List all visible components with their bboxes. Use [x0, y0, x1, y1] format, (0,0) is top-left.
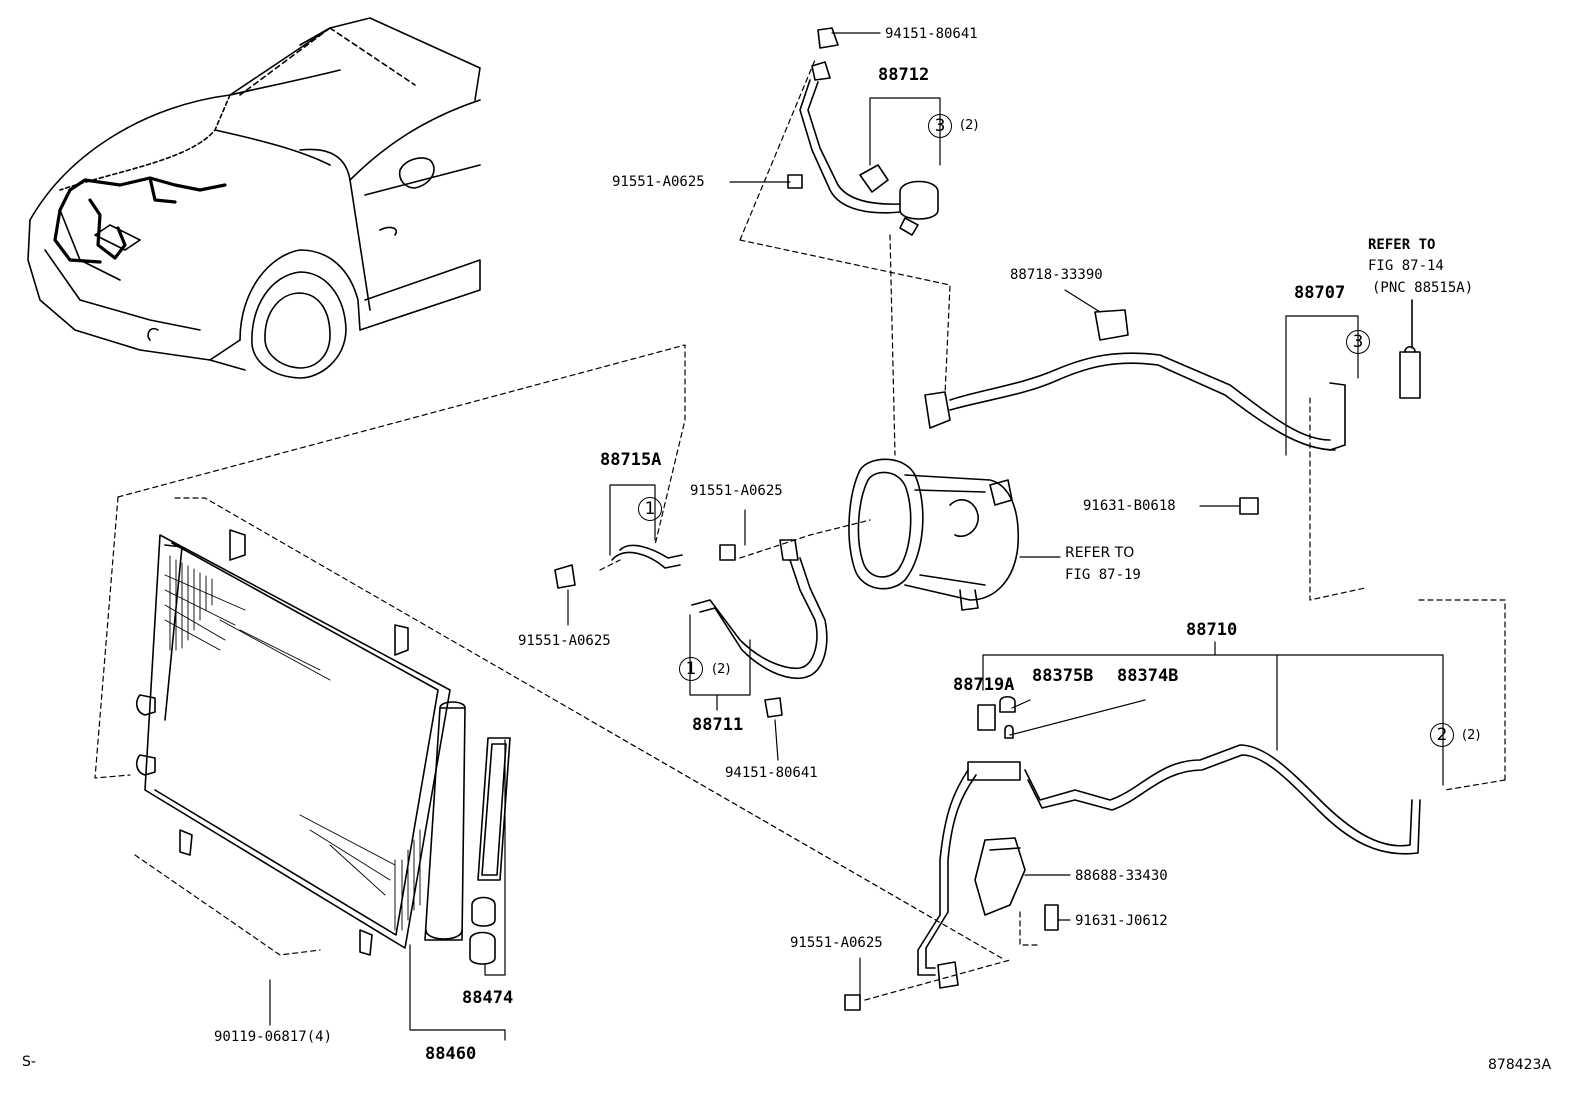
reference-dashed-lines [94, 59, 1506, 1001]
part-91631-B0618: 91631-B0618 [1083, 498, 1176, 514]
part-91551-A0625-top: 91551-A0625 [612, 174, 705, 190]
fig-87-19-label: FIG 87-19 [1065, 567, 1141, 583]
footer-code: S- [22, 1054, 36, 1070]
part-88711: 88711 [692, 715, 744, 735]
part-88710: 88710 [1186, 620, 1238, 640]
callout-2: 2 [1430, 723, 1454, 747]
part-91631-J0612: 91631-J0612 [1075, 913, 1168, 929]
callout-2-qty: (2) [1462, 728, 1481, 743]
part-88707: 88707 [1294, 283, 1346, 303]
part-88719A: 88719A [953, 675, 1015, 695]
car-illustration [27, 17, 481, 379]
pipe-88712 [787, 27, 939, 236]
part-88474: 88474 [462, 988, 514, 1008]
leader-lines [269, 32, 1444, 1041]
figure-id: 878423A [1488, 1057, 1552, 1073]
pipe-88707 [924, 299, 1421, 515]
part-90119-06817: 90119-06817(4) [214, 1029, 333, 1045]
callout-3-top: 3 [928, 114, 952, 138]
callout-1-bottom-qty: (2) [712, 662, 731, 677]
part-88715A: 88715A [600, 450, 662, 470]
part-88712: 88712 [878, 65, 930, 85]
fig-87-14-label: FIG 87-14 [1368, 258, 1444, 274]
callout-3-right: 3 [1346, 330, 1370, 354]
compressor [848, 458, 1020, 611]
part-91551-A0625-left: 91551-A0625 [518, 633, 611, 649]
part-88375B: 88375B [1032, 666, 1094, 686]
part-88718-33390: 88718-33390 [1010, 267, 1103, 283]
refer-to-label-2: REFER TO [1065, 545, 1135, 561]
callout-3-top-qty: (2) [960, 118, 979, 133]
part-88374B: 88374B [1117, 666, 1179, 686]
condenser-88460 [135, 529, 511, 965]
part-88688-33430: 88688-33430 [1075, 868, 1168, 884]
part-91551-A0625-bottom: 91551-A0625 [790, 935, 883, 951]
callout-1-bottom: 1 [679, 657, 703, 681]
part-94151-80641-top: 94151-80641 [885, 26, 978, 42]
pnc-88515A-label: (PNC 88515A) [1372, 280, 1474, 296]
pipe-88715A-88711 [554, 539, 828, 718]
refer-to-label-1: REFER TO [1368, 237, 1436, 253]
part-88460: 88460 [425, 1044, 477, 1064]
pipe-88710 [844, 695, 1421, 1011]
part-91551-A0625-mid: 91551-A0625 [690, 483, 783, 499]
part-94151-80641-mid: 94151-80641 [725, 765, 818, 781]
callout-1-top: 1 [638, 497, 662, 521]
